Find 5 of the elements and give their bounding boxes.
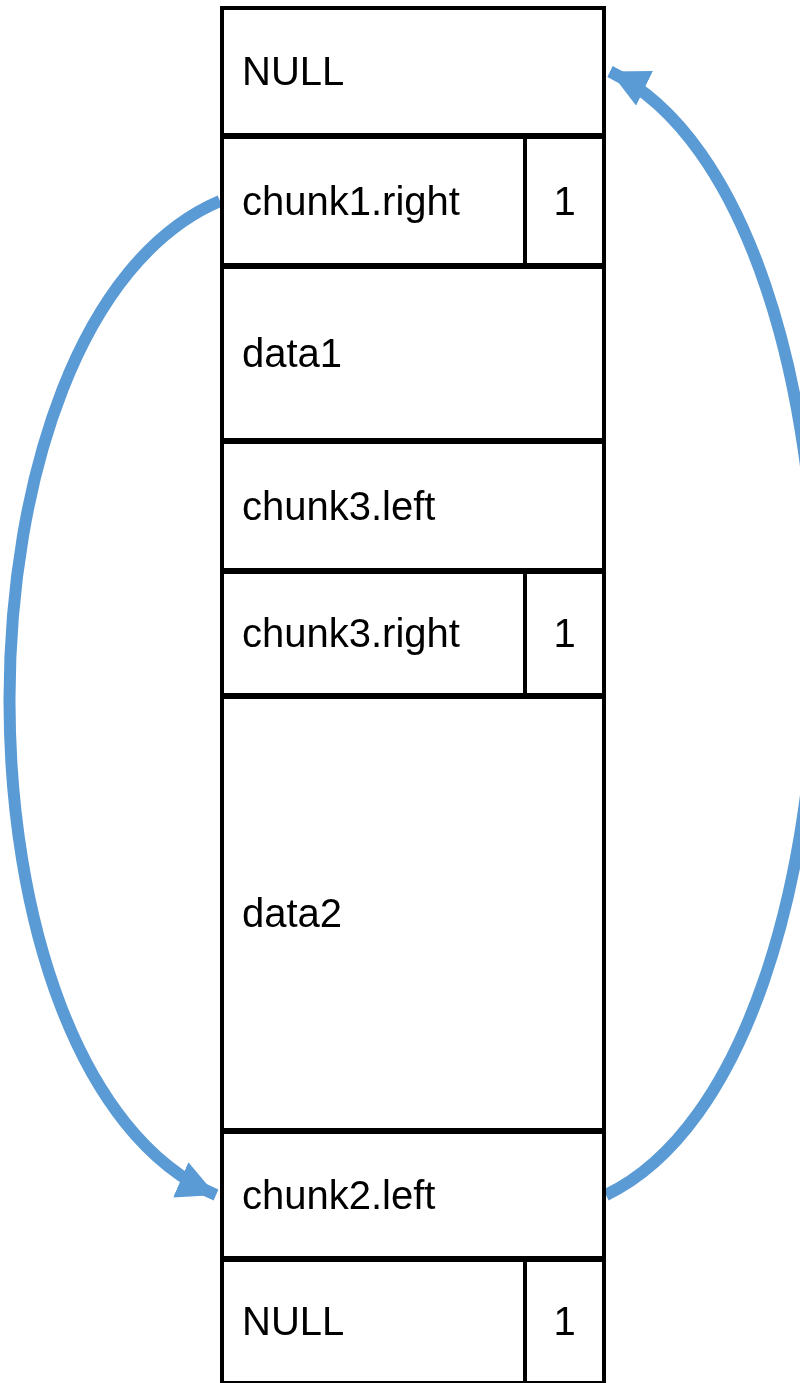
memory-cell: chunk2.left (220, 1130, 606, 1260)
memory-cell: chunk3.left (220, 440, 606, 572)
memory-cell: data2 (220, 695, 606, 1132)
memory-cell: NULL (220, 6, 606, 137)
memory-cell: data1 (220, 265, 606, 442)
